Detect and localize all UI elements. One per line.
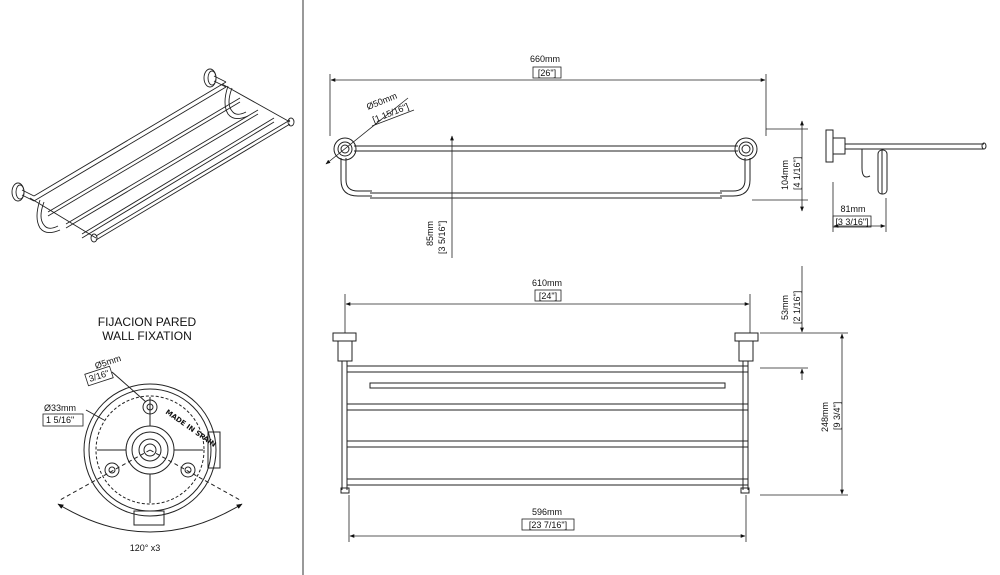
wall-fixation-view: FIJACION PARED WALL FIXATION xyxy=(42,315,243,553)
top-depth-mm: 248mm xyxy=(820,402,830,432)
side-view: 81mm [3 3/16"] xyxy=(825,129,987,232)
svg-text:Ø5mm: Ø5mm xyxy=(94,353,123,371)
top-view: 610mm [24"] 53mm [2 1/16"] 248mm [9 3/4"… xyxy=(332,266,848,542)
top-depth-in: [9 3/4"] xyxy=(832,402,842,430)
front-view: 660mm [26"] Ø50mm [1 15/16"] 104mm [4 1/… xyxy=(325,54,808,258)
front-inner-in: [3 5/16"] xyxy=(437,221,447,254)
top-offset-in: [2 1/16"] xyxy=(792,291,802,324)
front-inner-mm: 85mm xyxy=(425,221,435,246)
svg-text:1 5/16": 1 5/16" xyxy=(46,415,74,425)
made-in-spain-stamp: MADE IN SPAIN xyxy=(164,408,218,449)
top-offset-mm: 53mm xyxy=(780,295,790,320)
isometric-view xyxy=(11,68,295,243)
top-bars-in: [23 7/16"] xyxy=(529,520,567,530)
fixation-title-es: FIJACION PARED xyxy=(98,315,197,329)
front-height-mm: 104mm xyxy=(780,160,790,190)
front-height-in: [4 1/16"] xyxy=(792,157,802,190)
svg-text:3/16": 3/16" xyxy=(88,368,111,384)
top-centers-mm: 610mm xyxy=(532,278,562,288)
top-bars-mm: 596mm xyxy=(532,507,562,517)
angle-label: 120° x3 xyxy=(130,543,161,553)
svg-text:Ø33mm: Ø33mm xyxy=(44,403,76,413)
front-width-mm: 660mm xyxy=(530,54,560,64)
top-centers-in: [24"] xyxy=(539,291,557,301)
front-width-in: [26"] xyxy=(538,68,556,78)
side-depth-mm: 81mm xyxy=(840,204,865,214)
hole-dimension: Ø5mm 3/16" xyxy=(84,353,123,387)
flange-dimension: Ø33mm 1 5/16" xyxy=(42,403,84,427)
side-depth-in: [3 3/16"] xyxy=(835,217,868,227)
fixation-title-en: WALL FIXATION xyxy=(102,329,192,343)
